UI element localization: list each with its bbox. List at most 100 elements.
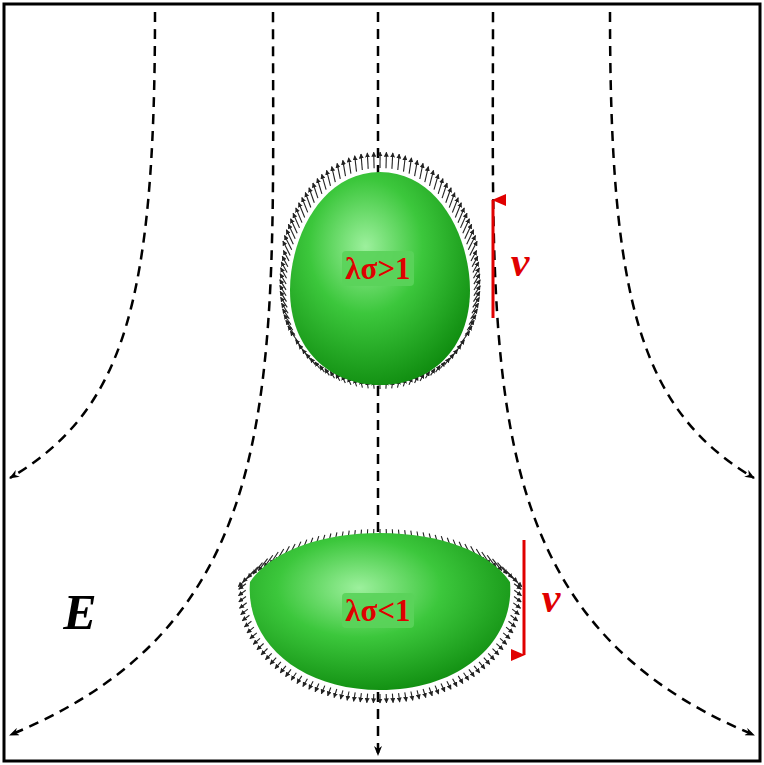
flow-vector <box>423 689 426 698</box>
flow-vector <box>241 609 248 615</box>
flow-vector <box>429 688 432 696</box>
flow-vector <box>343 160 346 176</box>
flow-vector <box>334 689 337 698</box>
flow-vector <box>247 627 254 633</box>
flow-vector <box>250 633 257 639</box>
flow-vector <box>435 686 439 694</box>
oblate-drop <box>250 533 511 690</box>
flow-vector <box>488 653 494 660</box>
flow-vector <box>452 198 458 213</box>
flow-vector <box>425 167 429 183</box>
flow-vector <box>299 203 305 218</box>
flow-vector <box>514 590 521 595</box>
flow-vector <box>453 679 457 687</box>
flow-vector <box>327 170 331 186</box>
flow-vector <box>438 179 443 194</box>
flow-vector <box>398 154 399 170</box>
flow-vector <box>315 684 319 692</box>
prolate-drop <box>290 172 470 385</box>
flow-vector <box>242 615 249 621</box>
flow-vector <box>283 241 290 255</box>
flow-vector <box>291 673 296 680</box>
flow-vector <box>257 644 264 650</box>
flow-vectors <box>238 529 522 703</box>
flow-vector <box>379 152 380 168</box>
flow-vector <box>514 597 521 603</box>
flow-vector <box>313 183 318 198</box>
flow-vector <box>379 694 380 703</box>
flow-vector <box>506 627 513 633</box>
flow-vector <box>288 326 295 336</box>
flow-vector <box>253 638 260 644</box>
flow-vector <box>302 198 308 213</box>
flow-vector <box>332 167 336 183</box>
flow-vector <box>513 603 520 608</box>
flow-vector <box>391 153 393 169</box>
ratio-label: λσ>1 <box>342 251 413 286</box>
flow-vector <box>503 633 510 639</box>
flow-vector <box>468 236 475 250</box>
flow-vector <box>361 154 362 170</box>
flow-vector <box>280 666 286 673</box>
field-lines <box>10 12 754 755</box>
flow-vector <box>500 638 507 644</box>
flow-vector <box>360 693 361 702</box>
flow-vector <box>442 183 447 198</box>
flow-vector <box>296 208 302 223</box>
flow-vector <box>366 694 368 703</box>
flow-vector <box>297 676 302 684</box>
flow-vector <box>493 649 499 655</box>
flow-vector <box>321 686 324 694</box>
flow-vector <box>311 358 316 365</box>
flow-vector <box>266 653 272 659</box>
ratio-label: λσ<1 <box>342 593 413 628</box>
flow-vector <box>441 684 445 692</box>
flow-vector <box>373 152 374 168</box>
flow-vector <box>434 174 438 189</box>
flow-vector <box>290 331 297 341</box>
flow-vector <box>322 174 326 189</box>
flow-vector <box>474 666 480 673</box>
velocity-label: v <box>542 577 561 619</box>
flow-vector <box>449 354 454 360</box>
flow-vector <box>447 681 451 689</box>
flow-vector <box>305 193 311 208</box>
flow-vector <box>464 673 469 680</box>
flow-vector <box>347 692 349 701</box>
flow-vector <box>309 188 314 203</box>
flow-vector <box>399 693 400 702</box>
flow-vector <box>455 203 461 218</box>
flow-vector <box>474 280 480 290</box>
flow-vector <box>244 621 251 627</box>
flow-vector <box>514 584 521 590</box>
flow-vector <box>315 362 320 369</box>
flow-vector <box>240 603 247 609</box>
flow-vector <box>337 163 340 179</box>
flow-vector <box>463 331 470 341</box>
flow-vector <box>511 615 518 621</box>
flow-vector <box>479 662 485 669</box>
flow-vector <box>239 590 246 595</box>
flow-vector <box>367 153 369 169</box>
flow-vector <box>280 286 286 296</box>
flow-vector <box>328 688 331 696</box>
flow-vector <box>417 690 419 699</box>
flow-vector <box>465 326 472 336</box>
flow-vector <box>385 152 386 168</box>
flow-vector <box>392 694 394 703</box>
flow-vector <box>458 676 463 684</box>
flow-vector <box>296 340 301 346</box>
flow-vector <box>303 679 308 687</box>
flow-vector <box>440 362 445 369</box>
flow-vector <box>445 358 450 365</box>
flow-vector <box>474 286 480 296</box>
flow-vector <box>275 662 281 669</box>
flow-vector <box>355 156 357 172</box>
flow-vector <box>496 644 503 650</box>
flow-vector <box>469 669 474 676</box>
flow-vector <box>509 621 516 627</box>
flow-vector <box>281 297 288 307</box>
flow-vector <box>286 669 291 676</box>
flow-vector <box>484 658 490 665</box>
